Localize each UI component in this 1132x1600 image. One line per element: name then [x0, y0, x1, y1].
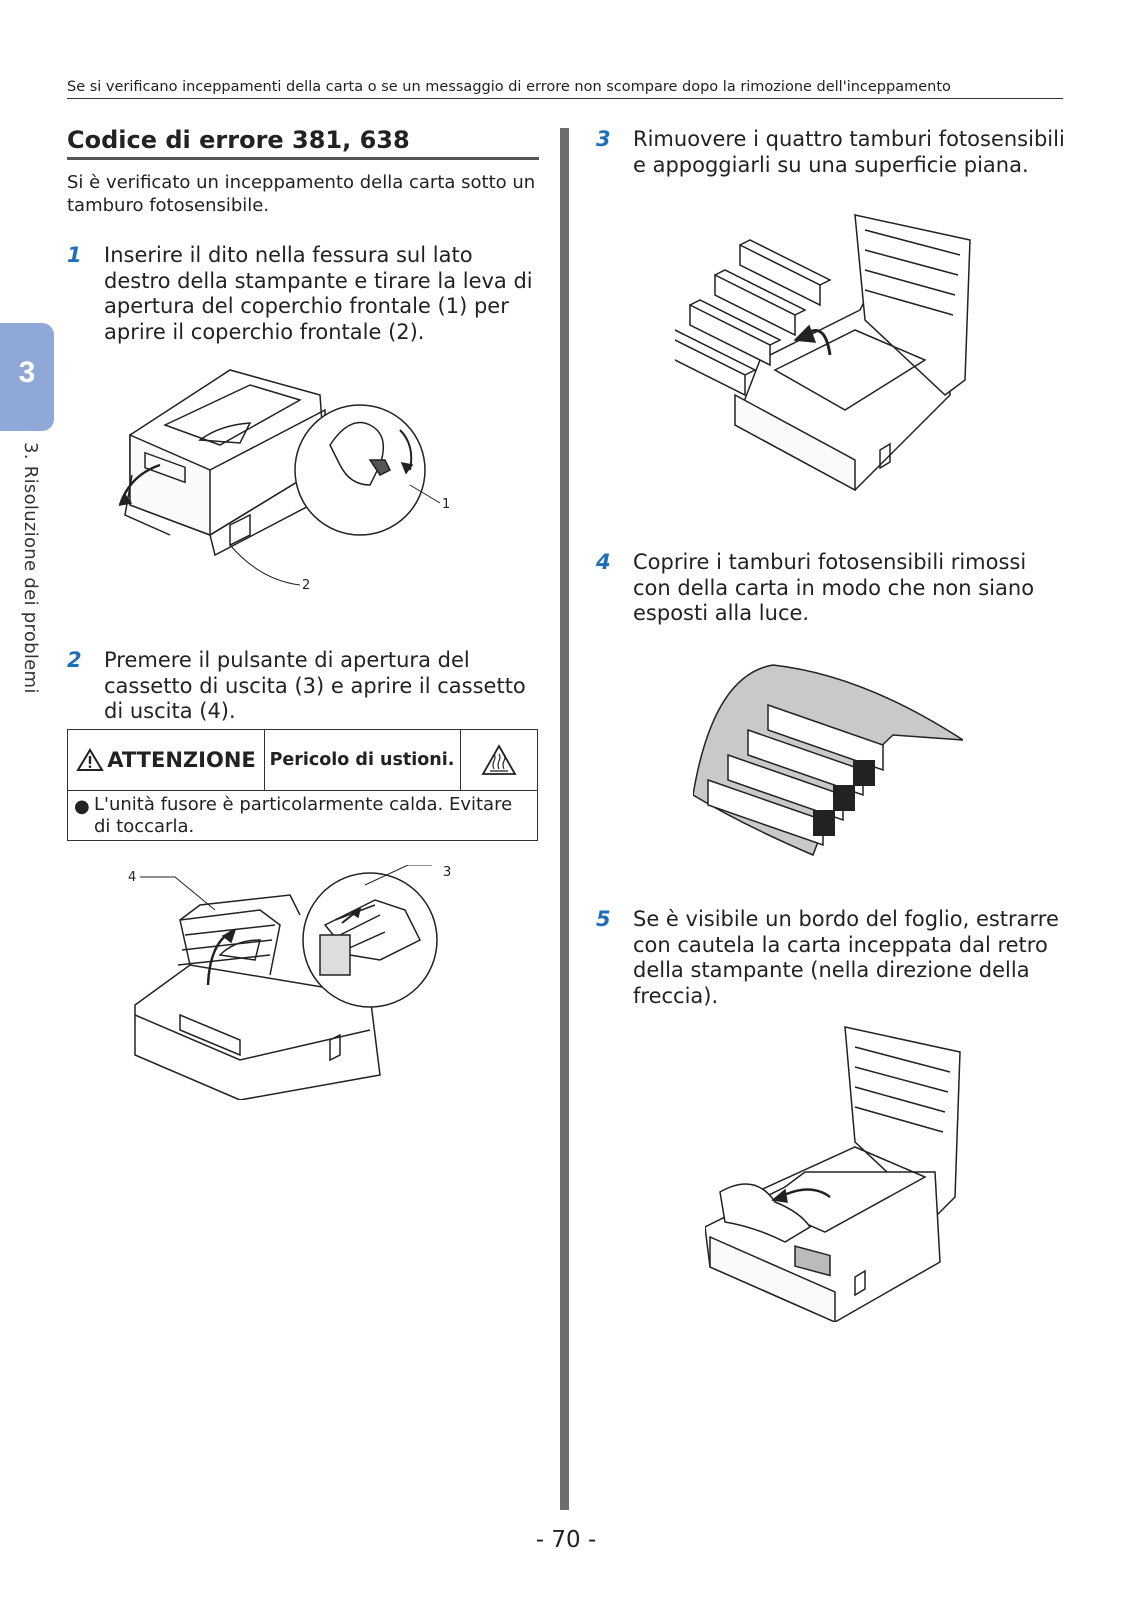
page-number: - 70 -	[535, 1527, 597, 1553]
step-text: Se è visibile un bordo del foglio, estra…	[633, 907, 1059, 1008]
step-5: 5 Se è visibile un bordo del foglio, est…	[596, 907, 1066, 1012]
hazard-symbol-cell	[460, 730, 537, 790]
section-intro: Si è verificato un inceppamento della ca…	[67, 172, 536, 216]
bullet: ●	[74, 796, 90, 817]
chapter-tab	[0, 323, 54, 431]
caution-text: L'unità fusore è particolarmente calda. …	[94, 794, 513, 837]
callout-3-label: 3	[443, 865, 452, 880]
caution-label-cell: ATTENZIONE	[68, 730, 265, 790]
step-4: 4 Coprire i tamburi fotosensibili rimoss…	[596, 550, 1066, 630]
figure-remove-drums	[675, 214, 971, 492]
callout-4: 4	[128, 870, 136, 885]
section-title: Codice di errore 381, 638	[67, 126, 539, 160]
figure-pull-jammed-paper	[705, 1026, 961, 1322]
step-number: 2	[67, 648, 82, 672]
step-text: Premere il pulsante di apertura del cass…	[104, 648, 526, 723]
chapter-label: 3. Risoluzione dei problemi	[20, 442, 41, 694]
caution-label: ATTENZIONE	[107, 748, 256, 772]
running-header: Se si verificano inceppamenti della cart…	[67, 79, 1063, 99]
step-number: 3	[596, 127, 611, 151]
step-number: 1	[67, 243, 82, 267]
step-number: 5	[596, 907, 611, 931]
caution-box: ATTENZIONE Pericolo di ustioni. ● L'unit…	[67, 729, 538, 841]
column-divider	[560, 128, 569, 1510]
caution-hazard: Pericolo di ustioni.	[264, 730, 461, 790]
step-1: 1 Inserire il dito nella fessura sul lat…	[67, 243, 539, 353]
figure-open-output-tray: 4 3	[128, 865, 438, 1100]
caution-body: ● L'unità fusore è particolarmente calda…	[68, 790, 537, 837]
step-text: Coprire i tamburi fotosensibili rimossi …	[633, 550, 1035, 625]
hot-surface-icon	[480, 744, 517, 775]
figure-open-front-cover: 1 2	[118, 369, 450, 593]
chapter-number: 3	[18, 356, 36, 389]
step-text: Inserire il dito nella fessura sul lato …	[104, 243, 533, 344]
warning-triangle-icon	[76, 748, 105, 771]
step-2: 2 Premere il pulsante di apertura del ca…	[67, 648, 539, 728]
callout-1: 1	[442, 497, 450, 512]
step-3: 3 Rimuovere i quattro tamburi fotosensib…	[596, 127, 1066, 182]
step-text: Rimuovere i quattro tamburi fotosensibil…	[633, 127, 1065, 177]
step-number: 4	[596, 550, 611, 574]
figure-cover-drums	[693, 664, 963, 857]
callout-2: 2	[302, 578, 310, 593]
